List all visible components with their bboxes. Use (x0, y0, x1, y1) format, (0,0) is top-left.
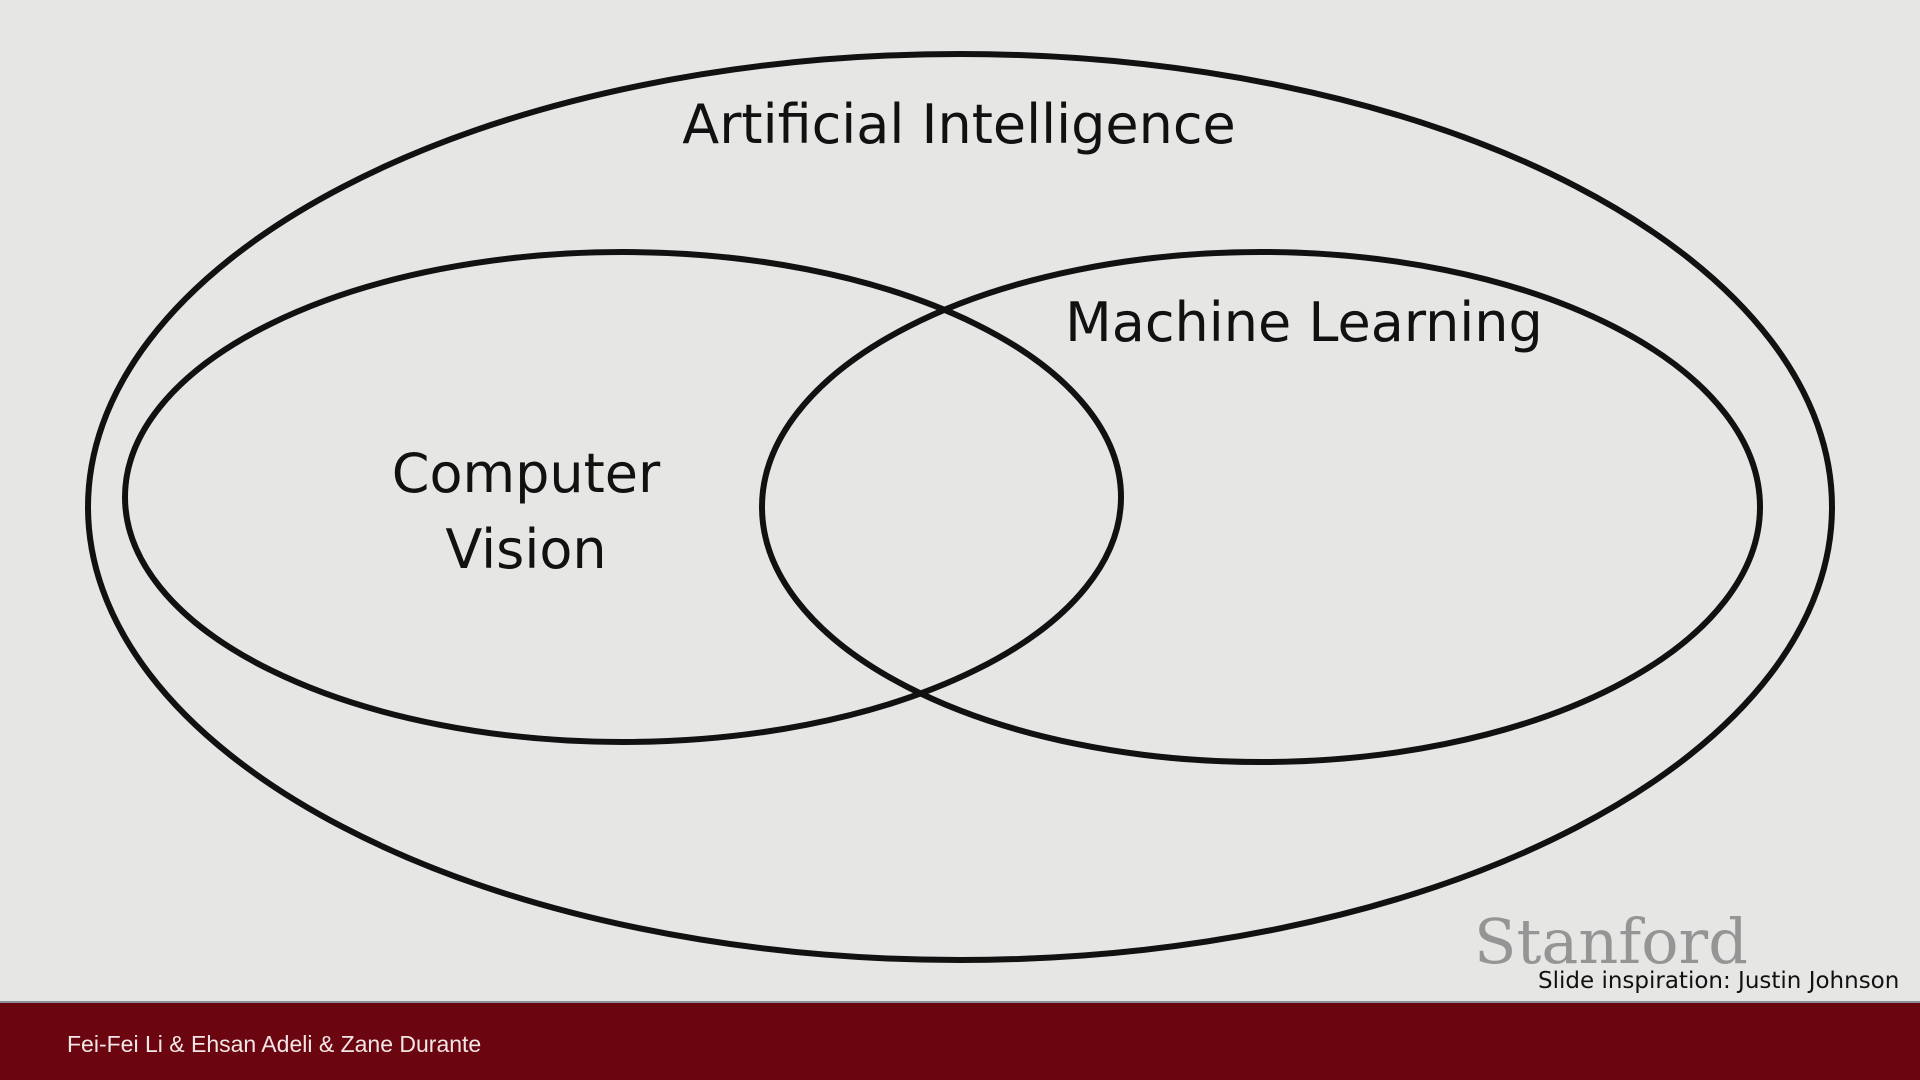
ml-label: Machine Learning (1065, 291, 1543, 355)
footer-authors: Fei-Fei Li & Ehsan Adeli & Zane Durante (67, 1031, 482, 1057)
computer-vision-ellipse (122, 249, 1124, 745)
stanford-logo: Stanford (1474, 905, 1748, 978)
ai-ellipse (85, 51, 1835, 963)
ai-label: Artificial Intelligence (682, 93, 1236, 157)
cv-label-line2: Vision (445, 518, 607, 582)
machine-learning-ellipse (759, 249, 1763, 765)
footer-bar: Fei-Fei Li & Ehsan Adeli & Zane Durante (0, 1001, 1920, 1080)
slide-credit: Slide inspiration: Justin Johnson (1538, 968, 1900, 994)
cv-label-line1: Computer (391, 442, 661, 506)
